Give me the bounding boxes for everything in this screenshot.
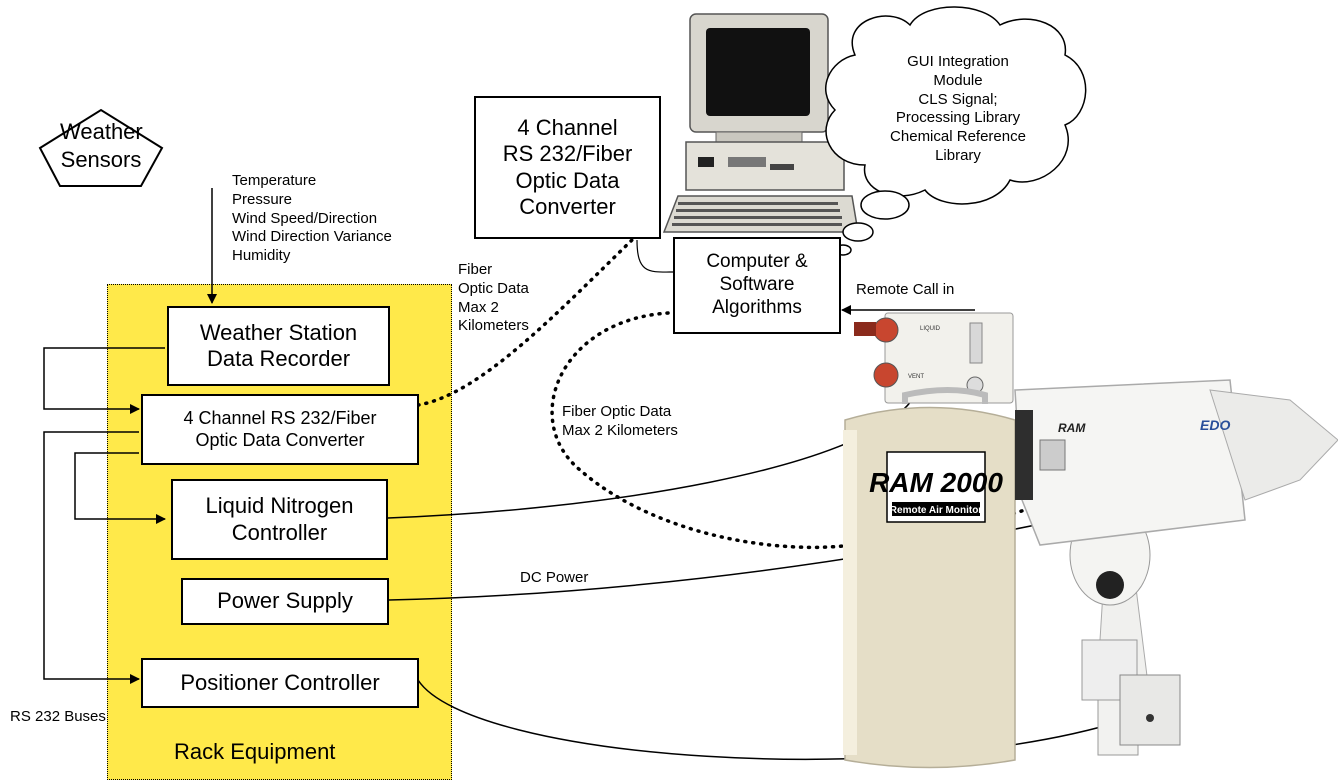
bus-loop-weather	[43, 347, 165, 414]
fiber-label-1: Fiber Optic Data Max 2 Kilometers	[458, 261, 529, 335]
rack-equipment-label: Rack Equipment	[174, 739, 336, 764]
cloud-text: GUI Integration Module CLS Signal; Proce…	[890, 53, 1026, 164]
software-thought-cloud	[825, 6, 1087, 256]
sensor-readings-list: Temperature Pressure Wind Speed/Directio…	[232, 172, 392, 264]
dc-power-label: DC Power	[520, 569, 589, 586]
positioner-controller-box: Positioner Controller	[141, 658, 419, 708]
dewar-logo-big: RAM 2000	[869, 467, 1003, 498]
weather-sensors-label: Weather Sensors	[60, 119, 143, 172]
dewar-logo-sub: Remote Air Monitor	[890, 505, 983, 516]
fiber-link-1	[416, 238, 634, 407]
power-supply-box: Power Supply	[181, 578, 389, 625]
ln2-controller-box: Liquid Nitrogen Controller	[171, 479, 388, 560]
fiber-label-2: Fiber Optic Data Max 2 Kilometers	[562, 403, 678, 439]
positioner-cable	[417, 679, 1126, 760]
instrument-illustration: EDO RAM	[1014, 379, 1338, 756]
bus-loop-ln2	[74, 452, 166, 524]
instrument-brand: EDO	[1200, 417, 1230, 433]
rack-converter-box: 4 Channel RS 232/Fiber Optic Data Conver…	[141, 394, 419, 465]
rs232-buses-label: RS 232 Buses	[10, 708, 106, 725]
fiber-link-2	[550, 311, 1037, 550]
ln2-dewar-illustration: RAM 2000 Remote Air Monitor LIQUID VENT	[843, 312, 1016, 769]
computer-illustration	[662, 13, 859, 233]
dewar-valve-vent: VENT	[908, 374, 924, 380]
bus-loop-positioner	[43, 431, 140, 684]
dewar-valve-liquid: LIQUID	[920, 326, 941, 332]
weather-station-box: Weather Station Data Recorder	[167, 306, 390, 386]
remote-converter-box: 4 Channel RS 232/Fiber Optic Data Conver…	[474, 96, 661, 239]
remote-call-label: Remote Call in	[856, 281, 955, 298]
instrument-logo: RAM	[1058, 421, 1086, 435]
computer-cable	[636, 239, 676, 273]
weather-sensors-shape	[38, 108, 164, 187]
computer-software-box: Computer & Software Algorithms	[673, 237, 841, 334]
